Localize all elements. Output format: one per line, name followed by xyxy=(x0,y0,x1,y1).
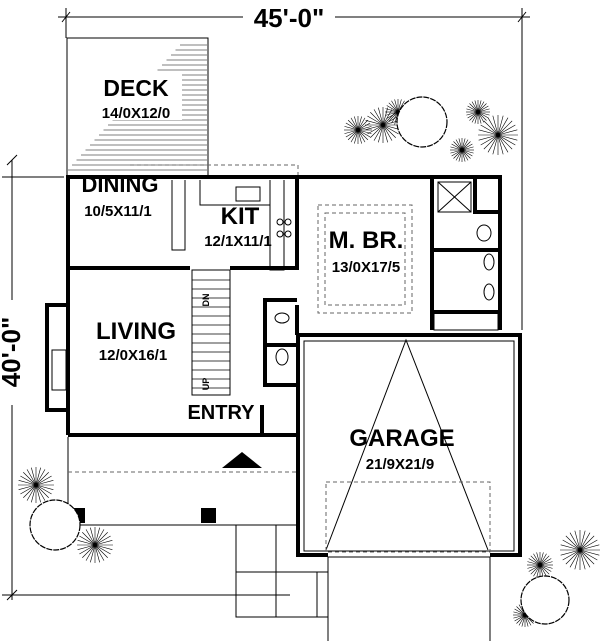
master-bedroom-label: M. BR. xyxy=(329,227,404,254)
deck: DECK 14/0X12/0 xyxy=(66,37,209,178)
tree-icon xyxy=(520,575,570,625)
shrub-icon xyxy=(478,115,518,155)
shrub-icon xyxy=(450,138,474,162)
dining-label: DINING xyxy=(82,172,159,197)
depth-dimension-label: 40'-0" xyxy=(0,317,26,388)
walls xyxy=(45,175,502,437)
entry-label: ENTRY xyxy=(187,402,255,424)
master-bedroom-size: 13/0X17/5 xyxy=(332,259,400,276)
deck-label: DECK xyxy=(103,75,169,101)
garage-size: 21/9X21/9 xyxy=(366,456,434,473)
garage xyxy=(296,333,522,641)
shrub-icon xyxy=(18,467,54,503)
tree-icon xyxy=(29,499,81,551)
shrub-icon xyxy=(527,552,553,578)
entry-arrow-icon xyxy=(222,452,262,468)
depth-dimension: 40'-0" xyxy=(0,154,290,601)
deck-size: 14/0X12/0 xyxy=(102,105,170,122)
stairs-down-label: DN xyxy=(201,294,211,307)
staircase[interactable]: DN UP xyxy=(191,269,231,396)
shrub-icon xyxy=(344,116,372,144)
stairs-up-label: UP xyxy=(201,378,211,391)
shrub-icon xyxy=(466,100,490,124)
living-size: 12/0X16/1 xyxy=(99,347,167,364)
width-dimension: 45'-0" xyxy=(58,3,530,330)
garage-label: GARAGE xyxy=(349,425,454,452)
kitchen-label: KIT xyxy=(221,203,260,230)
shrub-icon xyxy=(77,527,113,563)
living-label: LIVING xyxy=(96,318,176,345)
front-porch xyxy=(67,437,297,526)
walkway xyxy=(235,525,328,618)
dining-size: 10/5X11/1 xyxy=(84,203,152,220)
width-dimension-label: 45'-0" xyxy=(254,3,325,33)
shrub-icon xyxy=(560,530,600,570)
landscaping xyxy=(18,96,600,627)
tree-icon xyxy=(396,96,448,148)
shrub-icon xyxy=(365,107,401,143)
kitchen-size: 12/1X11/1 xyxy=(204,233,272,250)
